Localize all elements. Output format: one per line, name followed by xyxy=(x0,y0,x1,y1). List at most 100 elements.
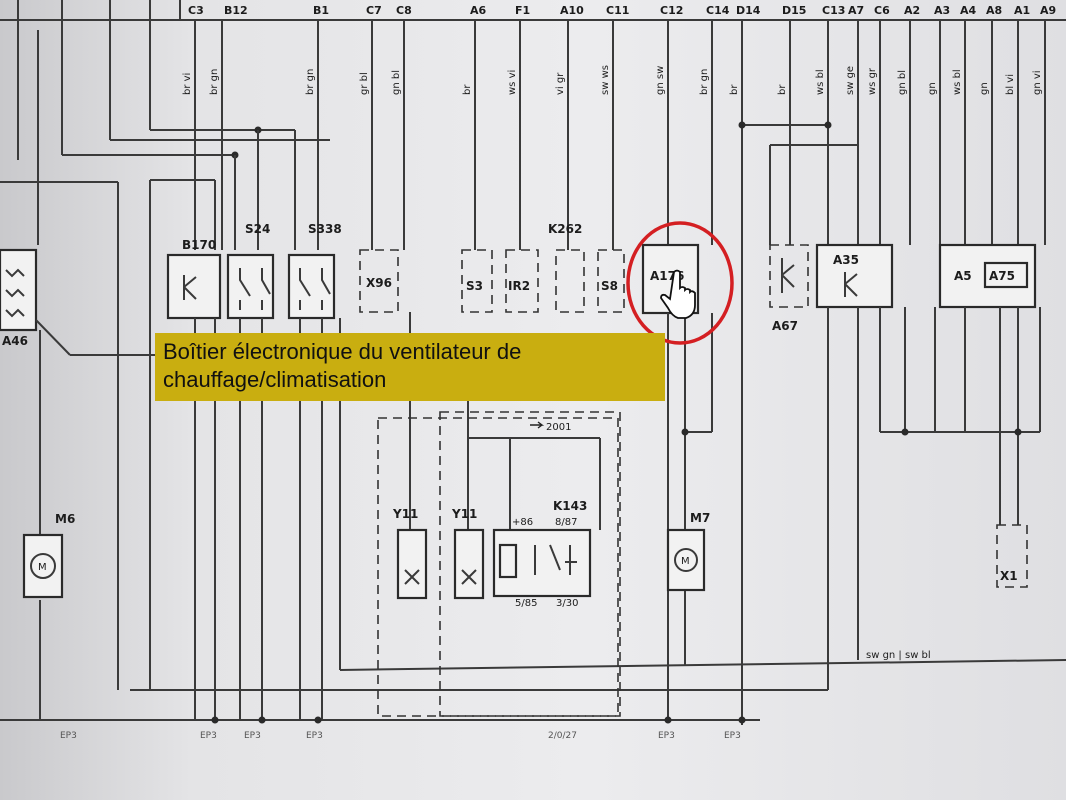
top-wires xyxy=(149,20,1046,725)
a35-label: A35 xyxy=(833,253,859,267)
connector-id: A7 xyxy=(848,4,864,17)
wire-color-label: ws bl xyxy=(952,69,963,95)
a46-label: A46 xyxy=(2,334,28,348)
connector-id: B1 xyxy=(313,4,329,17)
connector-id: D14 xyxy=(736,4,761,17)
k262-connector: K262 xyxy=(548,222,585,313)
ground-label: EP3 xyxy=(658,731,675,741)
connector-id: C6 xyxy=(874,4,890,17)
x1-label: X1 xyxy=(1000,569,1018,583)
connector-id: C14 xyxy=(706,4,730,17)
wire-color-label: gn sw xyxy=(655,66,666,95)
wire-color-label: gn bl xyxy=(897,70,908,95)
connector-id: A10 xyxy=(560,4,584,17)
ground-label: EP3 xyxy=(306,731,323,741)
wire-color-label: br gn xyxy=(209,69,220,95)
wire-color-label: ws bl xyxy=(815,69,826,95)
connector-id: C3 xyxy=(188,4,204,17)
k143-pin-30: 3/30 xyxy=(556,598,578,609)
wire-color-label: sw ge xyxy=(845,66,856,95)
connector-id: A9 xyxy=(1040,4,1056,17)
connector-id: A4 xyxy=(960,4,977,17)
wire-color-label: br gn xyxy=(305,69,316,95)
ground-labels: EP3 EP3 EP3 EP3 2/0/27 EP3 EP3 xyxy=(60,731,741,741)
connector-id: D15 xyxy=(782,4,806,17)
s338-switch: S338 xyxy=(287,222,342,320)
s3-connector: S3 xyxy=(461,249,493,313)
wire-color-label: br xyxy=(729,84,740,95)
wire-color-label: gn xyxy=(979,82,990,95)
wire-color-label: br gn xyxy=(699,69,710,95)
option-zone-outer xyxy=(377,417,619,717)
m7-motor: M M7 xyxy=(666,511,710,592)
k143-pin-87: 8/87 xyxy=(555,517,577,528)
component-tooltip: Boîtier électronique du ventilateur de c… xyxy=(155,333,665,401)
arrow-right-icon xyxy=(530,421,545,429)
wire-color-label: br xyxy=(462,84,473,95)
connector-id: C13 xyxy=(822,4,845,17)
m6-label: M6 xyxy=(55,512,75,526)
m6-motor: M M6 xyxy=(22,512,75,599)
wire-color-label: sw ws xyxy=(600,65,611,95)
ir2-label: IR2 xyxy=(508,279,530,293)
s24-label: S24 xyxy=(245,222,270,236)
s8-label: S8 xyxy=(601,279,618,293)
tooltip-line-2: chauffage/climatisation xyxy=(163,367,387,392)
ground-label: EP3 xyxy=(200,731,217,741)
connector-id: A3 xyxy=(934,4,950,17)
wire-color-label: br xyxy=(777,84,788,95)
tooltip-line-1: Boîtier électronique du ventilateur de xyxy=(163,339,522,364)
highlight-circle xyxy=(626,221,734,345)
m7-label: M7 xyxy=(690,511,710,525)
s24-switch: S24 xyxy=(226,222,275,320)
a67-label: A67 xyxy=(772,319,798,333)
connector-id: C11 xyxy=(606,4,629,17)
connector-id: A1 xyxy=(1014,4,1030,17)
option-zone-2001 xyxy=(439,411,621,717)
connector-id: A2 xyxy=(904,4,920,17)
version-2001-label: 2001 xyxy=(546,422,571,433)
wire-color-label: gn bl xyxy=(391,70,402,95)
ground-label: EP3 xyxy=(244,731,261,741)
connector-id: B12 xyxy=(224,4,248,17)
x96-label: X96 xyxy=(366,276,392,290)
s3-label: S3 xyxy=(466,279,483,293)
connector-id: A8 xyxy=(986,4,1002,17)
k143-pin-85: 5/85 xyxy=(515,598,537,609)
b170-label: B170 xyxy=(182,238,216,252)
y11-valve-a: Y11 xyxy=(392,507,428,600)
k262-label: K262 xyxy=(548,222,582,236)
connector-id: F1 xyxy=(515,4,530,17)
b170-switch: B170 xyxy=(166,238,222,320)
x1-connector: X1 xyxy=(996,524,1028,588)
ground-label: EP3 xyxy=(724,731,741,741)
wire-color-label: gn vi xyxy=(1032,70,1043,95)
wire-color-label: ws gr xyxy=(867,67,878,95)
a5-label: A5 xyxy=(954,269,972,283)
s338-label: S338 xyxy=(308,222,342,236)
connector-id: C7 xyxy=(366,4,382,17)
a5-a75-module: A5 A75 xyxy=(938,243,1037,309)
hand-pointer-icon xyxy=(660,269,696,319)
wire-color-label: bl vi xyxy=(1005,74,1016,95)
ir2-connector: IR2 xyxy=(505,249,539,313)
connector-id: C12 xyxy=(660,4,683,17)
y11-valve-b: Y11 xyxy=(451,507,485,600)
y11b-label: Y11 xyxy=(451,507,477,521)
x96-connector: X96 xyxy=(359,249,399,313)
connector-id: A6 xyxy=(470,4,487,17)
s8-connector: S8 xyxy=(597,249,625,313)
connector-id: C8 xyxy=(396,4,412,17)
bus-label: sw gn | sw bl xyxy=(866,650,931,661)
k143-relay: K143 +86 8/87 5/85 3/30 xyxy=(492,499,592,609)
k143-pin-86: +86 xyxy=(512,517,533,528)
wire-color-label: gn xyxy=(927,82,938,95)
ground-label: 2/0/27 xyxy=(548,731,577,741)
a75-label: A75 xyxy=(989,269,1015,283)
left-fragment: A46 xyxy=(0,0,330,560)
ground-label: EP3 xyxy=(60,731,77,741)
wire-color-label: vi gr xyxy=(555,72,566,95)
